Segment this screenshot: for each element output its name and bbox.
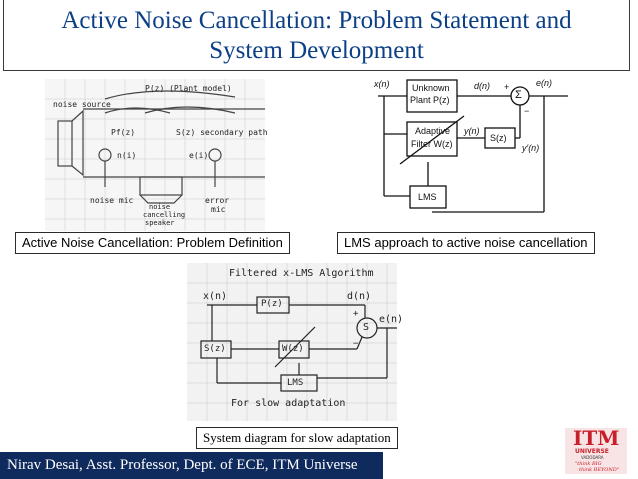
lms-approach-figure: x(n) Unknown Plant P(z) d(n) + − Σ e(n) … — [372, 76, 568, 216]
fx-xn-label: x(n) — [203, 291, 228, 302]
adaptive-label-2: Filter W(z) — [411, 139, 453, 149]
dn-label: d(n) — [474, 81, 491, 91]
fx-en-label: e(n) — [379, 314, 404, 325]
logo-universe-text: UNIVERSE — [575, 448, 609, 455]
logo-tagline-1: "think BIG — [575, 461, 602, 467]
plant-model-label: P(z) (Plant model) — [145, 84, 232, 93]
fxlms-block-diagram — [187, 263, 397, 421]
cancelling-label-3: speaker — [145, 219, 175, 227]
logo-itm-text: ITM — [573, 426, 620, 450]
fxlms-caption: System diagram for slow adaptation — [196, 427, 398, 449]
cancelling-label-2: cancelling — [143, 211, 186, 219]
anc-problem-figure: P(z) (Plant model) noise source Pf(z) S(… — [45, 79, 268, 231]
cancelling-label-1: noise — [149, 203, 171, 211]
lms-approach-caption: LMS approach to active noise cancellatio… — [337, 232, 595, 254]
yn-label: y(n) — [464, 126, 480, 136]
secondary-path-label: S(z) secondary path — [176, 128, 268, 137]
title-box: Active Noise Cancellation: Problem State… — [3, 0, 630, 71]
title-line-2: System Development — [209, 37, 424, 64]
sz-label: S(z) — [490, 133, 507, 143]
anc-problem-caption: Active Noise Cancellation: Problem Defin… — [15, 232, 290, 254]
error-mic-label-1: error — [205, 196, 230, 205]
fxlms-figure: Filtered x-LMS Algorithm x(n) P(z) d(n) … — [187, 263, 403, 421]
minus-sign: − — [524, 106, 530, 116]
en-label: e(n) — [536, 78, 553, 88]
pf-label: Pf(z) — [111, 128, 136, 137]
e-label: e(i) — [189, 151, 209, 160]
xn-label: x(n) — [374, 79, 390, 89]
title-line-1: Active Noise Cancellation: Problem State… — [61, 7, 572, 34]
fx-note-label: For slow adaptation — [231, 398, 346, 409]
yprime-label: y′(n) — [522, 143, 540, 153]
fx-pz-label: P(z) — [261, 299, 283, 309]
adaptive-label-1: Adaptive — [415, 126, 451, 136]
fx-lms-label: LMS — [287, 378, 304, 388]
fx-minus-sign: − — [353, 339, 359, 349]
logo-graphic — [563, 426, 629, 476]
unknown-label-2: Plant P(z) — [410, 95, 450, 105]
noise-mic-label: noise mic — [90, 196, 134, 205]
error-mic-label-2: mic — [211, 205, 226, 214]
footer-bar: Nirav Desai, Asst. Professor, Dept. of E… — [0, 452, 383, 479]
anc-problem-drawing — [45, 79, 265, 231]
logo-city-text: VADODARA — [581, 455, 604, 460]
fxlms-title: Filtered x-LMS Algorithm — [229, 268, 374, 279]
itm-universe-logo: ITM UNIVERSE VADODARA "think BIG think B… — [563, 426, 629, 476]
fx-plus-sign: + — [353, 309, 359, 319]
n-label: n(i) — [117, 151, 137, 160]
fx-sz-label: S(z) — [204, 344, 226, 354]
sum-symbol: Σ — [515, 89, 522, 101]
footer-author: Nirav Desai, Asst. Professor, Dept. of E… — [7, 457, 358, 473]
lms-label: LMS — [418, 192, 437, 202]
lms-block-diagram — [378, 79, 568, 213]
logo-tagline-2: think BEYOND" — [579, 467, 620, 473]
unknown-label-1: Unknown — [412, 83, 450, 93]
plus-sign: + — [504, 82, 510, 92]
noise-source-label: noise source — [53, 100, 111, 109]
slide-title: Active Noise Cancellation: Problem State… — [4, 6, 629, 66]
fx-wz-label: W(z) — [282, 344, 304, 354]
fx-dn-label: d(n) — [347, 291, 372, 302]
fx-s-label: S — [363, 322, 370, 333]
